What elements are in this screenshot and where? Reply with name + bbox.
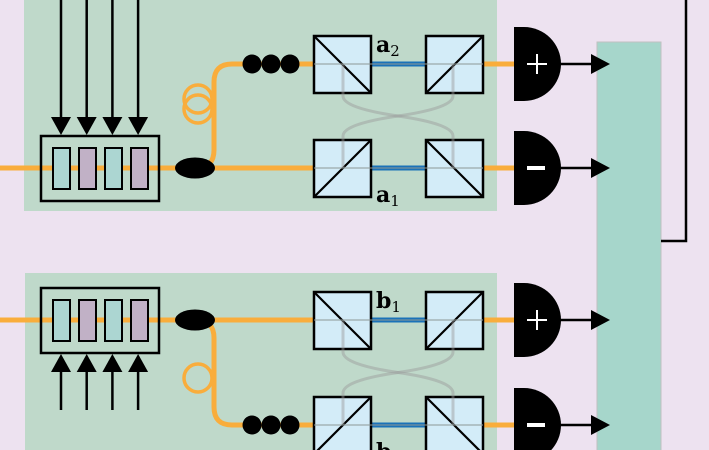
modulator-element: [104, 147, 123, 190]
modulator-element: [78, 299, 97, 342]
dot: [280, 415, 300, 435]
fiber-coupler: [175, 309, 215, 331]
fiber-coupler: [175, 157, 215, 179]
arrow-up-icon: [102, 354, 123, 372]
arrow-head-icon: [591, 310, 610, 330]
dot: [242, 54, 262, 74]
modulator-element: [52, 299, 71, 342]
arrow-head-icon: [591, 415, 610, 435]
modulator-array: [39, 134, 161, 203]
crossing-path: [341, 320, 455, 425]
top-module-panel: [24, 0, 497, 211]
arrow-down-icon: [51, 117, 71, 135]
dot: [261, 54, 281, 74]
arrow-down-icon: [102, 117, 123, 135]
crossing-path: [341, 320, 455, 425]
dot: [242, 415, 262, 435]
arrow-down-icon: [76, 117, 97, 135]
delay-dots: [242, 54, 300, 74]
detector-plus: [514, 27, 610, 101]
arm-label-upper: b1: [376, 288, 401, 316]
modulator-element: [78, 147, 97, 190]
arm-label-lower: a1: [376, 182, 400, 210]
detector-plus: [514, 283, 610, 357]
arrow-up-icon: [76, 354, 97, 372]
control-arrows: [51, 354, 149, 410]
modulator-element: [130, 147, 149, 190]
detector-body: [514, 388, 561, 450]
control-arrows: [51, 0, 149, 135]
arrow-up-icon: [128, 354, 149, 372]
crossing-path: [341, 64, 455, 168]
arrow-head-icon: [591, 54, 610, 74]
beam-splitter-cube: [312, 395, 373, 450]
modulator-housing: [39, 286, 161, 355]
modulator-element: [104, 299, 123, 342]
arrow-down-icon: [128, 117, 149, 135]
modulator-housing: [39, 134, 161, 203]
dot: [280, 54, 300, 74]
bottom-module-panel: [25, 273, 497, 450]
fiber-loop-icon: [182, 93, 214, 125]
crossing-path: [341, 64, 455, 168]
modulator-array: [39, 286, 161, 355]
dot: [261, 415, 281, 435]
top-module: a2 a1: [0, 0, 610, 210]
fiber-loop-icon: [182, 83, 214, 115]
modulator-element: [130, 299, 149, 342]
detector-minus: [514, 131, 610, 205]
delay-dots: [242, 415, 300, 435]
feedback-line: [661, 0, 688, 243]
detector-minus: [514, 388, 610, 450]
arrow-up-icon: [51, 354, 71, 372]
arm-label-upper: a2: [376, 32, 400, 60]
fiber-loop-icon: [182, 362, 214, 394]
modulator-element: [52, 147, 71, 190]
bottom-module: b1b2: [0, 283, 610, 450]
processing-unit: [596, 41, 662, 450]
arrow-head-icon: [591, 158, 610, 178]
